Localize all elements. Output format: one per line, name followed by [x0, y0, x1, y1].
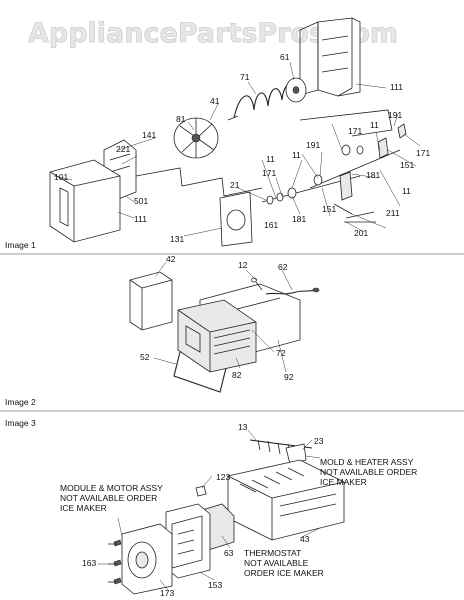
part-label-181-a: 181 — [292, 214, 306, 224]
section-label-image-2: Image 2 — [5, 397, 36, 407]
part-label-23: 23 — [314, 436, 324, 446]
part-label-63: 63 — [224, 548, 234, 558]
part-label-82: 82 — [232, 370, 242, 380]
part-label-173: 173 — [160, 588, 174, 598]
part-label-171-b: 171 — [348, 126, 362, 136]
part-label-181-b: 181 — [366, 170, 380, 180]
part-label-12: 12 — [238, 260, 248, 270]
part-label-153: 153 — [208, 580, 222, 590]
image-1-drawing: 61 71 41 81 111 141 221 101 501 111 131 … — [49, 17, 430, 247]
part-label-131: 131 — [170, 234, 184, 244]
part-label-71: 71 — [240, 72, 250, 82]
note-thermostat-line-2: NOT AVAILABLE — [244, 558, 309, 568]
part-label-52: 52 — [140, 352, 150, 362]
section-label-image-3: Image 3 — [5, 418, 36, 428]
image-3-drawing: 13 23 123 163 173 153 63 43 MODULE & MOT… — [60, 422, 417, 598]
part-label-171-c: 171 — [416, 148, 430, 158]
note-mold-heater-line-1: MOLD & HEATER ASSY — [320, 457, 414, 467]
part-label-81: 81 — [176, 114, 186, 124]
part-label-42: 42 — [166, 254, 176, 264]
image-2-drawing: 42 12 62 52 72 82 92 — [129, 254, 320, 393]
note-mold-heater-line-3: ICE MAKER — [320, 477, 367, 487]
part-label-161: 161 — [264, 220, 278, 230]
part-label-191-b: 191 — [388, 110, 402, 120]
part-label-163: 163 — [82, 558, 96, 568]
part-label-11-d: 11 — [402, 186, 411, 196]
note-mold-heater-line-2: NOT AVAILABLE ORDER — [320, 467, 417, 477]
note-thermostat-line-3: ORDER ICE MAKER — [244, 568, 324, 578]
part-label-171-a: 171 — [262, 168, 276, 178]
part-label-141: 141 — [142, 130, 156, 140]
part-label-201: 201 — [354, 228, 368, 238]
part-label-41: 41 — [210, 96, 220, 106]
part-label-13: 13 — [238, 422, 248, 432]
section-label-image-1: Image 1 — [5, 240, 36, 250]
part-label-61: 61 — [280, 52, 290, 62]
part-label-191-a: 191 — [306, 140, 320, 150]
part-label-211: 211 — [386, 208, 400, 218]
part-label-101: 101 — [54, 172, 68, 182]
part-label-11-a: 11 — [292, 150, 301, 160]
note-module-motor: MODULE & MOTOR ASSY NOT AVAILABLE ORDER … — [60, 483, 163, 513]
part-label-11-b: 11 — [266, 154, 275, 164]
note-mold-heater: MOLD & HEATER ASSY NOT AVAILABLE ORDER I… — [320, 457, 417, 487]
part-label-151-a: 151 — [322, 204, 336, 214]
part-label-151-b: 151 — [400, 160, 414, 170]
part-label-501: 501 — [134, 196, 148, 206]
part-label-11-c: 11 — [370, 120, 379, 130]
note-module-motor-line-2: NOT AVAILABLE ORDER — [60, 493, 157, 503]
note-thermostat: THERMOSTAT NOT AVAILABLE ORDER ICE MAKER — [244, 548, 324, 578]
part-label-62: 62 — [278, 262, 288, 272]
part-label-43: 43 — [300, 534, 310, 544]
part-label-111-bucket: 111 — [390, 82, 403, 92]
note-thermostat-line-1: THERMOSTAT — [244, 548, 301, 558]
part-label-21: 21 — [230, 180, 240, 190]
part-label-111-panel: 111 — [134, 214, 147, 224]
note-module-motor-line-1: MODULE & MOTOR ASSY — [60, 483, 163, 493]
part-label-221: 221 — [116, 144, 130, 154]
note-module-motor-line-3: ICE MAKER — [60, 503, 107, 513]
part-label-72: 72 — [276, 348, 286, 358]
part-label-92: 92 — [284, 372, 294, 382]
part-label-123: 123 — [216, 472, 230, 482]
